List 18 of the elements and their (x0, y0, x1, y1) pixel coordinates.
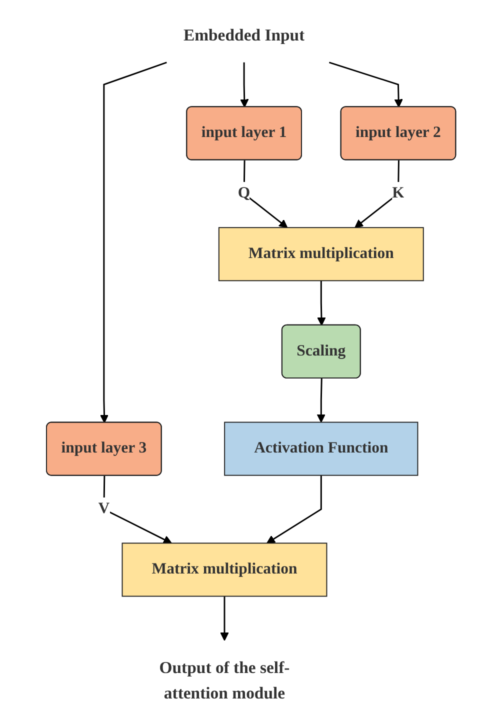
arrow (317, 280, 326, 326)
arrow (316, 378, 326, 423)
arrow (354, 160, 400, 228)
edge-label: K (392, 184, 404, 202)
node-box: Activation Function (224, 422, 418, 476)
arrow (243, 160, 288, 228)
edge-label: Q (238, 184, 250, 202)
node-box: Matrix multiplication (218, 227, 424, 282)
arrow (240, 62, 249, 108)
arrow (220, 596, 229, 641)
arrow (328, 62, 403, 108)
node-text: Embedded Input (183, 26, 305, 44)
arrow (100, 62, 167, 424)
edge-label: V (98, 500, 110, 518)
node-text: Output of the self-attention module (159, 658, 290, 702)
arrow (103, 476, 172, 544)
node-box: Matrix multiplication (122, 542, 328, 597)
arrow (266, 475, 322, 544)
